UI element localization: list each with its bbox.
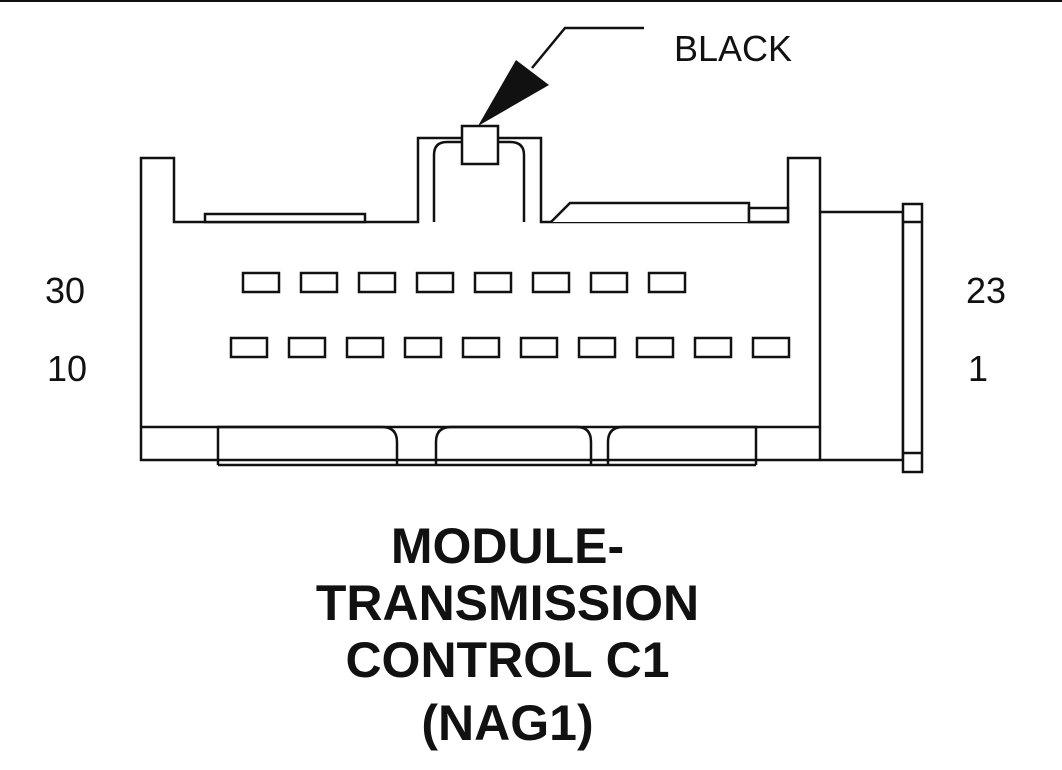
pin-cavity-upper-8 [647, 271, 687, 294]
pin-cavity-upper-4 [415, 271, 455, 294]
pin-cavity-upper-1 [241, 271, 281, 294]
pin-cavity-lower-3 [345, 336, 385, 359]
callout-arrowhead [478, 60, 549, 126]
pin-cavities [229, 271, 791, 359]
pin-label-10: 10 [47, 348, 87, 389]
housing-outline [139, 136, 822, 462]
pin-cavity-upper-2 [299, 271, 339, 294]
pin-cavity-upper-7 [589, 271, 629, 294]
right-ledge-step [747, 206, 790, 224]
connector-housing [139, 124, 924, 474]
pin-cavity-upper-3 [357, 271, 397, 294]
callout-leader [531, 26, 644, 69]
pin-cavity-lower-2 [287, 336, 327, 359]
pin-label-23: 23 [966, 270, 1006, 311]
right-ledge [550, 201, 751, 223]
side-flange-rail [901, 202, 924, 474]
pin-cavity-lower-4 [403, 336, 443, 359]
pin-cavity-upper-6 [531, 271, 571, 294]
latch-tab [460, 124, 500, 166]
color-callout: BLACK [478, 26, 792, 126]
pin-cavity-lower-9 [693, 336, 733, 359]
side-flange [820, 210, 905, 462]
pin-cavity-lower-6 [519, 336, 559, 359]
connector-title: MODULE- TRANSMISSION CONTROL C1 (NAG1) [0, 518, 1015, 752]
title-line-1: MODULE- [390, 518, 625, 574]
pin-cavity-lower-10 [751, 336, 791, 359]
title-line-2: TRANSMISSION [315, 575, 700, 631]
title-subtitle: (NAG1) [421, 695, 594, 751]
pin-label-1: 1 [968, 348, 988, 389]
pin-label-30: 30 [45, 270, 85, 311]
pin-cavity-lower-5 [461, 336, 501, 359]
pin-cavity-lower-8 [635, 336, 675, 359]
skirt-segment-right [606, 425, 758, 465]
color-callout-label: BLACK [674, 28, 792, 69]
skirt-segment-left [216, 425, 399, 465]
pin-cavity-lower-1 [229, 336, 269, 359]
skirt-segment-middle [434, 425, 593, 465]
pin-cavity-upper-5 [473, 271, 513, 294]
pin-cavity-lower-7 [577, 336, 617, 359]
title-line-3: CONTROL C1 [345, 632, 670, 688]
left-ledge [203, 212, 367, 224]
